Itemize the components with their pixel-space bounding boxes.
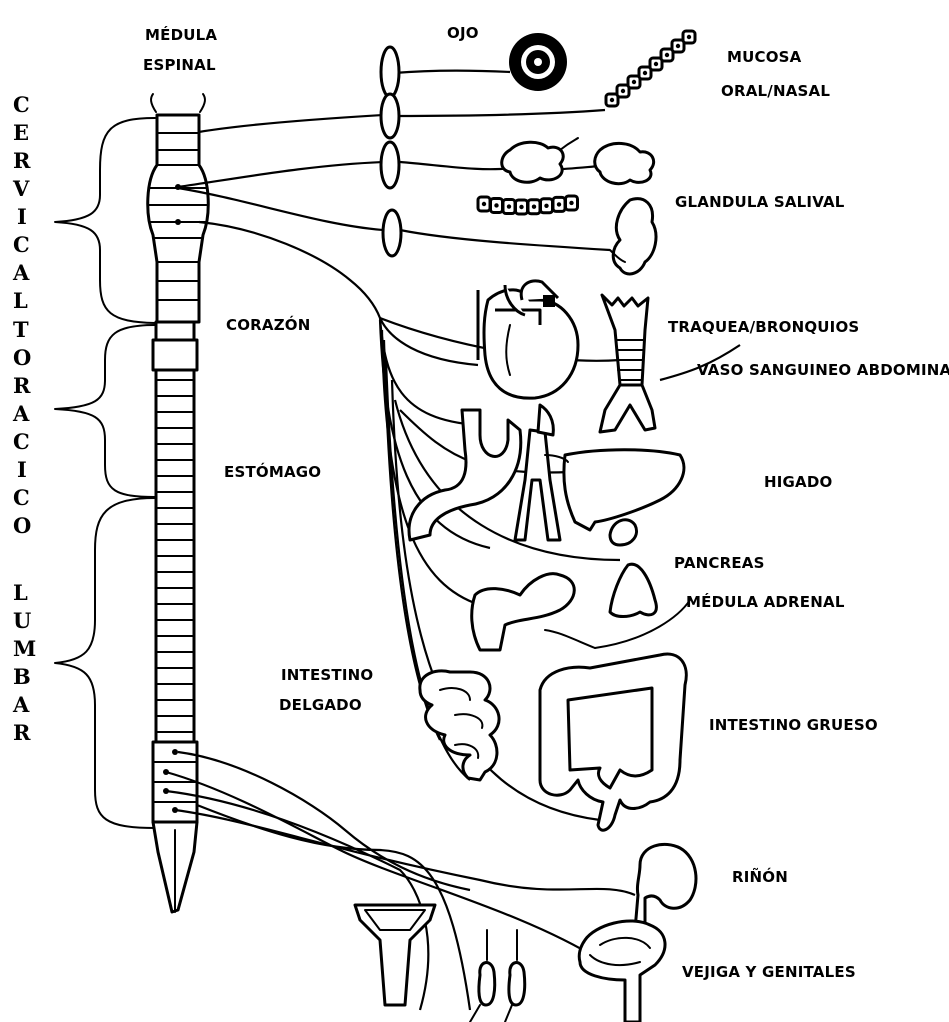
mucosa-nucleus [654, 62, 658, 66]
label-mucosa: MUCOSA [727, 48, 802, 66]
region-cervical: C E R V I C A L [12, 92, 31, 313]
cord-top-stubs [151, 94, 205, 112]
region-letter: O [13, 345, 31, 370]
label-higado: HIGADO [764, 473, 832, 491]
region-lumbar: L U M B A R [12, 580, 36, 745]
ganglion [381, 94, 399, 138]
region-letter: T [13, 317, 29, 342]
region-letter: V [12, 176, 30, 201]
region-braces [55, 118, 155, 828]
region-letter: M [13, 636, 36, 661]
region-letter: U [13, 608, 31, 633]
label-vejiga: VEJIGA Y GENITALES [682, 963, 856, 981]
heart-icon [478, 281, 578, 398]
region-letter: L [13, 580, 28, 605]
bladder-icon [579, 921, 665, 1022]
brace-cervical [55, 118, 155, 323]
ganglion [381, 142, 399, 188]
mucosa-nucleus [676, 44, 680, 48]
large-intestine-icon [540, 654, 686, 830]
region-letter: A [12, 692, 30, 717]
region-letter: I [17, 457, 27, 482]
label-traquea: TRAQUEA/BRONQUIOS [668, 318, 859, 336]
label-vaso: VASO SANGUINEO ABDOMINAL [697, 361, 949, 379]
salivary-nucleus [544, 204, 548, 208]
label-corazon: CORAZÓN [226, 315, 311, 334]
ganglion [381, 47, 399, 97]
mucosa-nucleus [665, 53, 669, 57]
label-intestino-delgado: INTESTINO [281, 666, 373, 684]
sublingual-gland-icon [610, 199, 656, 274]
salivary-gland-icon [502, 138, 654, 184]
region-letter: A [12, 401, 30, 426]
uterus-icon [355, 905, 435, 1005]
mucosa-nucleus [643, 71, 647, 75]
spinal-cord [148, 94, 208, 912]
salivary-nucleus [532, 205, 536, 209]
thoracic-upper-block [153, 340, 197, 370]
label-estomago: ESTÓMAGO [224, 462, 321, 481]
brace-lumbar [55, 498, 155, 828]
label-rinon: RIÑÓN [732, 867, 788, 886]
salivary-nucleus [519, 205, 523, 209]
mucosa-nucleus [621, 89, 625, 93]
region-letter: C [13, 92, 30, 117]
label-medula-espinal: ESPINAL [143, 56, 216, 74]
salivary-nucleus [557, 202, 561, 206]
label-medula-adrenal: MÉDULA ADRENAL [686, 592, 845, 611]
region-letter: R [13, 373, 31, 398]
region-toracico: T O R A C I C O [12, 317, 31, 538]
mucosa-nucleus [632, 80, 636, 84]
region-letter: C [13, 485, 30, 510]
eye-icon [509, 33, 567, 91]
cervical-enlargement [148, 115, 208, 322]
liver-icon [564, 450, 684, 545]
region-letter: L [13, 288, 28, 313]
ganglia [381, 47, 401, 256]
region-letter: A [12, 260, 30, 285]
salivary-nucleus [507, 204, 511, 208]
small-intestine-icon [420, 671, 499, 780]
label-ojo: OJO [447, 24, 479, 42]
ganglion [383, 210, 401, 256]
stomach-icon [409, 410, 521, 540]
testes-icon [470, 930, 525, 1022]
region-letter: R [13, 148, 31, 173]
region-letter: O [13, 513, 31, 538]
salivary-nucleus [494, 203, 498, 207]
trachea-icon [600, 295, 655, 432]
mucosa-icon [606, 31, 695, 106]
salivary-nucleus [569, 201, 573, 205]
brace-toracico [55, 325, 155, 497]
region-letter: I [17, 204, 27, 229]
mucosa-nucleus [610, 98, 614, 102]
region-letter: R [13, 720, 31, 745]
label-pancreas: PANCREAS [674, 554, 765, 572]
thoracic-cord [156, 322, 194, 742]
salivary-nucleus [482, 202, 486, 206]
label-glandula-salival: GLANDULA SALIVAL [675, 193, 845, 211]
region-letter: B [13, 664, 31, 689]
kidney-icon [635, 844, 696, 930]
pancreas-icon [472, 574, 575, 650]
label-mucosa: ORAL/NASAL [721, 82, 830, 100]
region-letter: C [13, 232, 30, 257]
salivary-chain-icon [478, 196, 578, 214]
region-letter: E [13, 120, 29, 145]
region-letter: C [13, 429, 30, 454]
mucosa-nucleus [687, 35, 691, 39]
label-medula-espinal: MÉDULA [145, 25, 217, 44]
adrenal-icon [610, 564, 656, 616]
label-intestino-grueso: INTESTINO GRUESO [709, 716, 878, 734]
label-intestino-delgado: DELGADO [279, 696, 362, 714]
